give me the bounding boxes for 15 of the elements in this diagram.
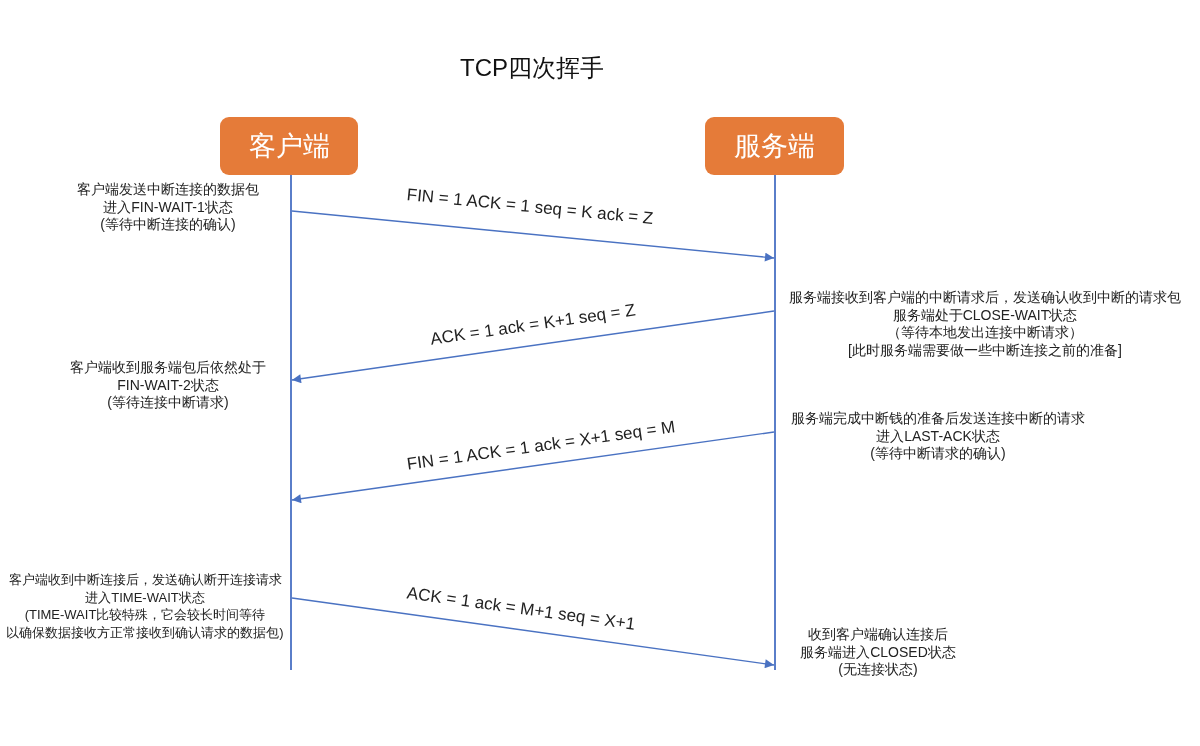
note-text: 客户端收到服务端包后依然处于FIN-WAIT-2状态(等待连接中断请求) [70,359,266,412]
note-text: 服务端接收到客户端的中断请求后，发送确认收到中断的请求包服务端处于CLOSE-WAIT状态（等待本地发出连接中断请求）[此时服务端需要做一些中断连接之前的准备] [789,289,1181,359]
note-text: 客户端发送中断连接的数据包进入FIN-WAIT-1状态(等待中断连接的确认) [77,181,259,234]
lifeline [290,175,292,670]
arrow [291,210,775,262]
arrow [291,310,775,384]
note-text: 服务端完成中断钱的准备后发送连接中断的请求进入LAST-ACK状态(等待中断请求的确认) [791,410,1085,463]
note-text: 客户端收到中断连接后，发送确认断开连接请求进入TIME-WAIT状态(TIME-WAIT比较特殊，它会较长时间等待以确保数据接收方正常接收到确认请求的数据包) [6,571,284,641]
participant-box: 客户端 [220,117,358,175]
participant-box: 服务端 [705,117,844,175]
arrow [291,431,775,504]
note-text: 收到客户端确认连接后服务端进入CLOSED状态(无连接状态) [800,626,956,679]
arrow [291,597,775,669]
lifeline [774,175,776,670]
title: TCP四次挥手 [460,53,604,83]
